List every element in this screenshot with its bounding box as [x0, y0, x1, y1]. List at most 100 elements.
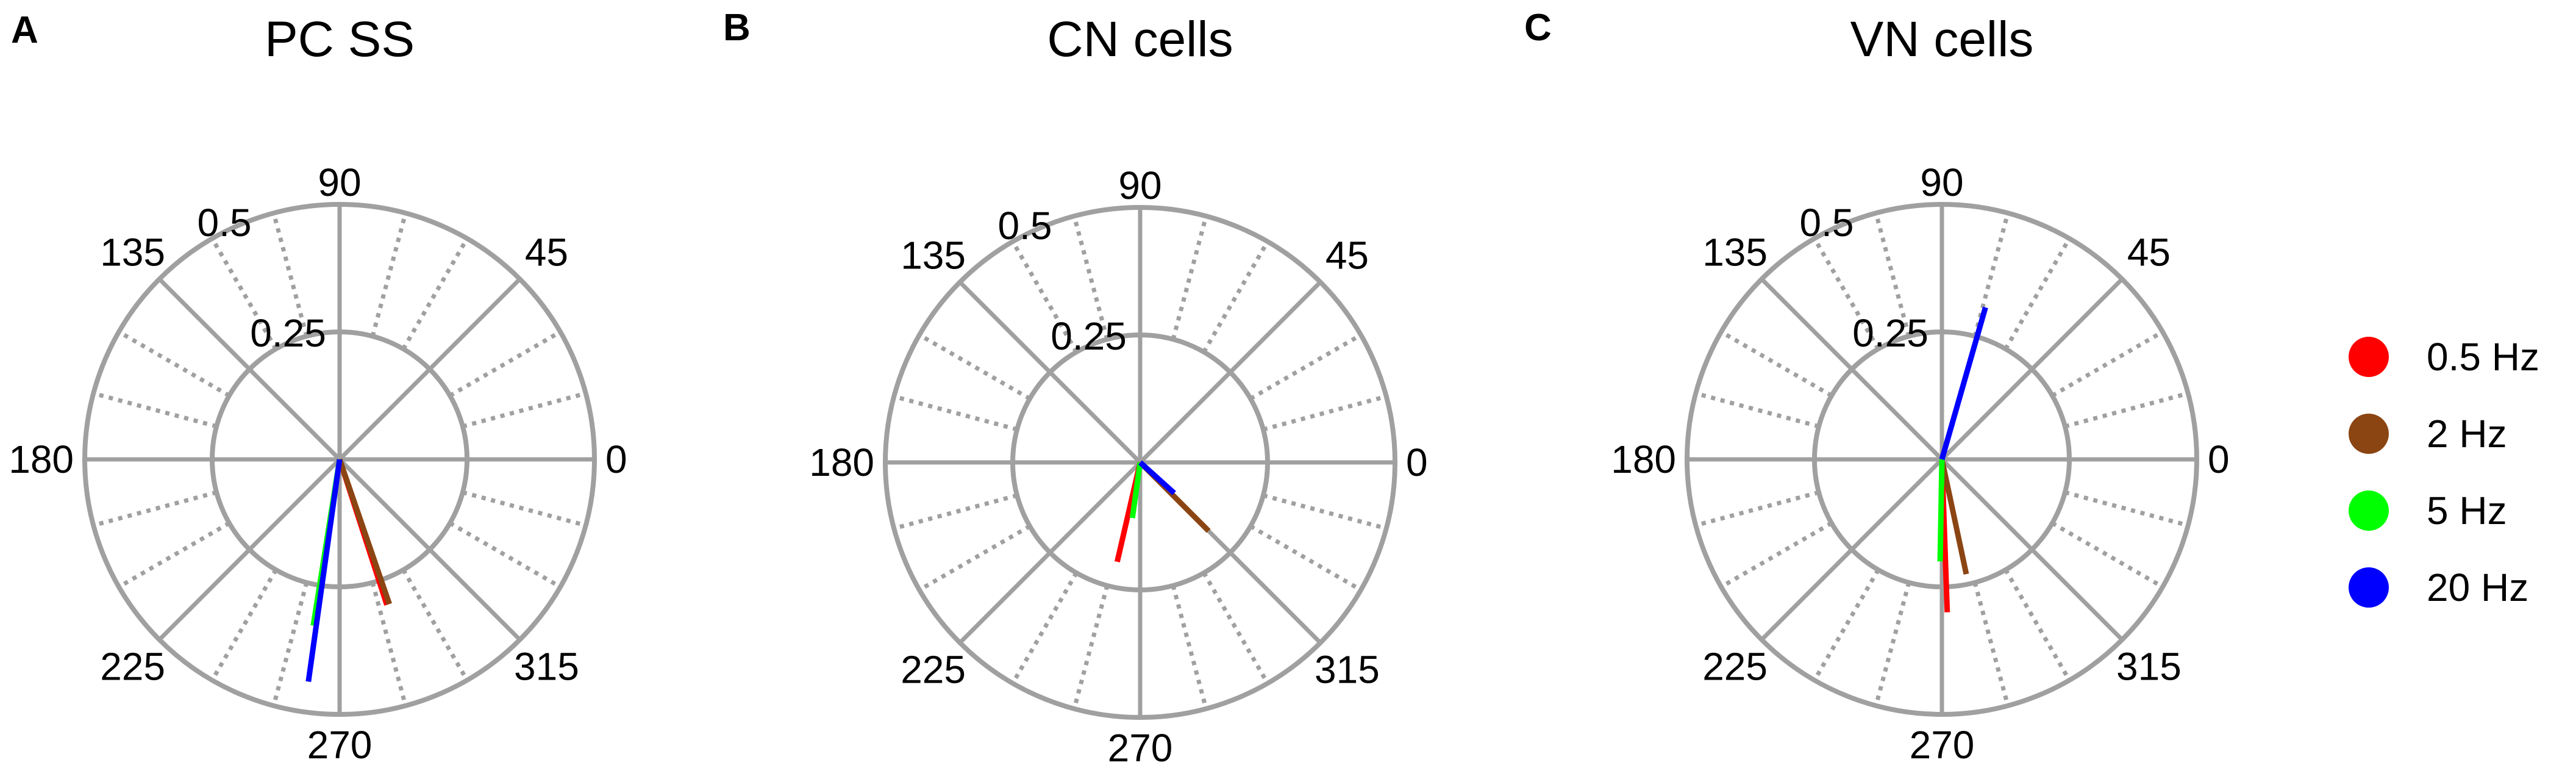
angle-tick-label: 225	[1702, 644, 1768, 688]
legend-label: 0.5 Hz	[2427, 335, 2539, 379]
minor-spoke	[118, 329, 230, 398]
polar-panels: A PC SS 0.25 0.5 0 45 90 135 180 225 270 315 B CN cel…	[9, 7, 2229, 770]
minor-spoke	[1249, 524, 1362, 592]
vector-20hz	[305, 459, 343, 682]
minor-spoke	[1695, 391, 1820, 429]
legend-label: 5 Hz	[2427, 489, 2507, 533]
minor-spoke	[2003, 569, 2072, 681]
legend-swatch	[2349, 490, 2389, 531]
minor-spoke	[918, 524, 1031, 592]
minor-spoke	[1874, 581, 1911, 706]
angle-tick-label: 180	[9, 437, 74, 481]
minor-spoke	[1972, 581, 2010, 706]
minor-spoke	[401, 569, 469, 681]
ring-0.25	[1812, 329, 2072, 589]
panel-letter: B	[723, 7, 751, 49]
legend-label: 2 Hz	[2427, 412, 2507, 456]
ring-0.5	[82, 202, 597, 717]
minor-spoke	[893, 493, 1018, 531]
ring-0.25	[1010, 332, 1270, 592]
minor-spoke	[449, 521, 562, 589]
minor-spoke	[1171, 215, 1208, 340]
radial-tick-label: 0.5	[198, 201, 252, 245]
polar-panel-b: B CN cells 0.25 0.5 0 45 90 135 180 225 270 315	[723, 7, 1428, 770]
minor-spoke	[1812, 569, 1880, 681]
angle-tick-label: 45	[2127, 231, 2171, 275]
minor-spoke	[2064, 490, 2189, 528]
minor-spoke	[1202, 572, 1270, 684]
angle-tick-label: 90	[1118, 163, 1161, 207]
minor-spoke	[271, 581, 309, 706]
minor-spoke	[2003, 237, 2072, 350]
angle-tick-label: 180	[809, 440, 874, 484]
minor-spoke	[1262, 394, 1387, 432]
minor-spoke	[1171, 584, 1208, 710]
vector-5hz	[1937, 459, 1945, 562]
panel-letter: C	[1524, 7, 1552, 49]
angle-tick-label: 45	[525, 231, 568, 275]
angle-tick-label: 225	[100, 644, 165, 688]
ring-0.25	[210, 329, 469, 589]
minor-spoke	[1874, 212, 1911, 337]
minor-spoke	[93, 391, 218, 429]
angle-tick-label: 270	[1108, 726, 1173, 770]
minor-spoke	[1010, 572, 1079, 684]
angle-tick-label: 270	[307, 723, 373, 767]
vector-2hz	[337, 458, 392, 605]
radial-tick-label: 0.25	[1051, 314, 1127, 358]
minor-spoke	[210, 569, 278, 681]
angle-tick-label: 135	[901, 234, 966, 278]
minor-spoke	[1720, 329, 1833, 398]
minor-spoke	[1262, 493, 1387, 531]
minor-spoke	[449, 329, 562, 398]
radial-tick-label: 0.25	[1852, 311, 1928, 355]
vector-20hz	[1138, 460, 1176, 495]
minor-spoke	[1720, 521, 1833, 589]
legend-swatch	[2349, 414, 2389, 454]
angle-tick-label: 225	[901, 647, 966, 691]
radial-tick-label: 0.25	[250, 311, 326, 355]
legend-swatch	[2349, 567, 2389, 608]
minor-spoke	[2064, 391, 2189, 429]
vector-5hz	[1129, 462, 1143, 519]
minor-spoke	[93, 490, 218, 528]
angle-tick-label: 45	[1325, 234, 1369, 278]
angle-tick-label: 90	[318, 160, 361, 204]
minor-spoke	[918, 332, 1031, 401]
minor-spoke	[1249, 332, 1362, 401]
angle-tick-label: 135	[100, 231, 165, 275]
angle-tick-label: 90	[1920, 160, 1963, 204]
minor-spoke	[401, 237, 469, 350]
panel-title: PC SS	[265, 12, 415, 67]
ring-0.5	[1685, 202, 2199, 717]
angle-tick-label: 0	[1406, 440, 1428, 484]
angle-tick-label: 270	[1910, 723, 1975, 767]
minor-spoke	[210, 237, 278, 350]
minor-spoke	[118, 521, 230, 589]
panel-letter: A	[11, 9, 38, 51]
minor-spoke	[1812, 237, 1880, 350]
ring-0.5	[883, 205, 1397, 720]
radial-tick-label: 0.5	[1800, 201, 1854, 245]
panel-title: VN cells	[1850, 12, 2034, 67]
minor-spoke	[1202, 240, 1270, 353]
angle-tick-label: 0	[2208, 437, 2230, 481]
vector-20hz	[1939, 306, 1988, 461]
radial-tick-label: 0.5	[998, 204, 1052, 248]
angle-tick-label: 135	[1702, 231, 1768, 275]
minor-spoke	[271, 212, 309, 337]
minor-spoke	[370, 212, 408, 337]
angle-tick-label: 180	[1611, 437, 1676, 481]
angle-tick-label: 315	[514, 644, 579, 688]
panel-title: CN cells	[1047, 12, 1233, 67]
minor-spoke	[2051, 521, 2164, 589]
minor-spoke	[1695, 490, 1820, 528]
minor-spoke	[1072, 215, 1110, 340]
legend-swatch	[2349, 337, 2389, 377]
angle-tick-label: 315	[1315, 647, 1380, 691]
minor-spoke	[1010, 240, 1079, 353]
vector-2hz	[1939, 459, 1969, 575]
